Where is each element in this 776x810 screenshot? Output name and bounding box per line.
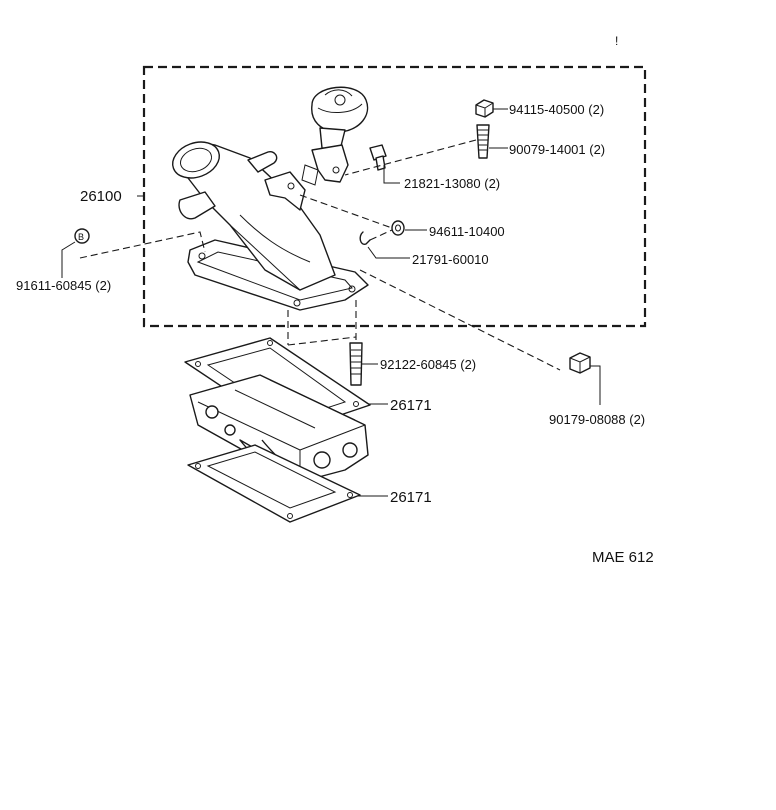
label-21821: 21821-13080 (2)	[404, 176, 500, 191]
label-90079: 90079-14001 (2)	[509, 142, 605, 157]
clip-21791	[359, 231, 371, 245]
stud-92122	[349, 342, 363, 386]
corner-mark: !	[615, 34, 618, 48]
label-90179: 90179-08088 (2)	[549, 412, 645, 427]
label-94115: 94115-40500 (2)	[509, 102, 604, 117]
assembly-frame	[142, 65, 647, 328]
label-94611: 94611-10400	[429, 224, 505, 239]
label-91611: 91611-60845 (2)	[16, 278, 111, 293]
dash-flange-link	[287, 336, 357, 346]
vacuum-actuator	[301, 86, 369, 186]
label-26100: 26100	[80, 188, 122, 205]
intake-connector	[172, 141, 369, 311]
dash-nut-90179	[359, 269, 561, 371]
dash-bracket-to-washer	[299, 194, 393, 229]
stud-90079	[476, 124, 490, 159]
dash-bolt-b	[79, 231, 206, 259]
dash-clip	[369, 229, 393, 241]
nut-94115	[475, 99, 494, 118]
label-26171-upper: 26171	[390, 397, 432, 414]
bolt-91611-marker: B	[78, 232, 84, 242]
label-92122: 92122-60845 (2)	[380, 357, 476, 372]
washer-94611	[391, 220, 405, 236]
diagram-code: MAE 612	[592, 549, 654, 566]
label-21791: 21791-60010	[412, 252, 489, 267]
bolt-91611: B	[74, 228, 90, 244]
label-26171-lower: 26171	[390, 489, 432, 506]
nut-90179	[569, 352, 591, 374]
gasket-lower	[187, 444, 361, 523]
dash-stud-to-bracket	[344, 139, 477, 176]
